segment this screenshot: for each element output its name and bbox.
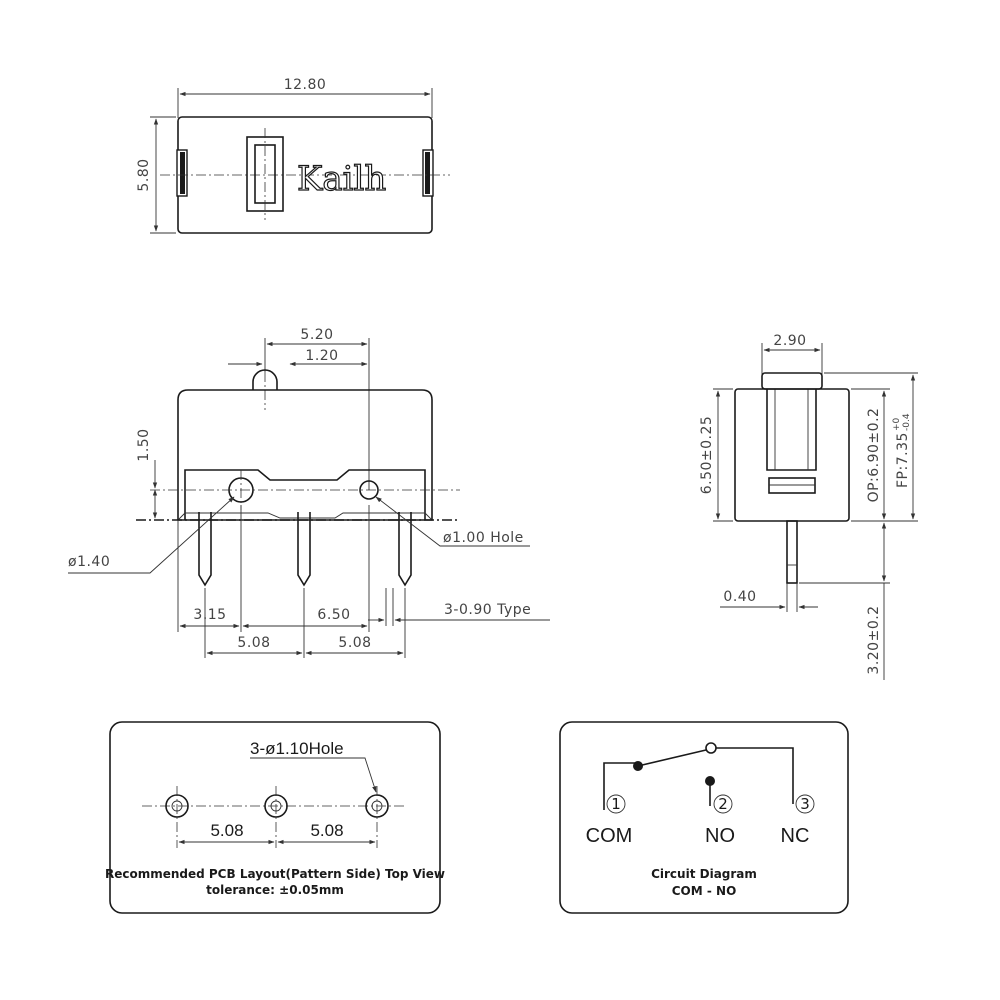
pcb-pitch-2: 5.08 xyxy=(310,821,343,840)
height-dimension: 5.80 xyxy=(136,158,152,191)
hole-1-00: ø1.00 Hole xyxy=(443,530,524,546)
pin3-number: 3 xyxy=(800,795,810,813)
pcb-hole-note: 3-ø1.10Hole xyxy=(250,739,344,758)
pin1-number: 1 xyxy=(611,795,621,813)
dim-fp: FP:7.35 xyxy=(895,432,911,488)
pcb-caption-tolerance: tolerance: ±0.05mm xyxy=(206,883,344,897)
dim-6-50-side: 6.50±0.25 xyxy=(699,416,715,495)
pin-no-label: NO xyxy=(705,825,735,847)
pin1-marker xyxy=(606,794,626,814)
switch-lever xyxy=(637,749,707,767)
pin2-marker xyxy=(713,794,733,814)
pin-com xyxy=(198,512,212,587)
width-dimension: 12.80 xyxy=(284,77,327,93)
dim-2-90: 2.90 xyxy=(773,333,806,349)
dim-5-20: 5.20 xyxy=(300,327,333,343)
plunger xyxy=(252,369,278,390)
top-view: 12.80 5.80 Kailh xyxy=(136,77,450,234)
type-note: 3-0.90 Type xyxy=(444,602,531,618)
front-view: 5.20 1.20 1.50 ø1.40 ø1.00 Hole xyxy=(68,327,550,658)
pcb-pitch-1: 5.08 xyxy=(210,821,243,840)
pin-nc-label: NC xyxy=(781,825,810,847)
circuit-frame xyxy=(559,721,849,914)
brand-logo: Kailh xyxy=(297,159,386,199)
pin2-number: 2 xyxy=(718,795,728,813)
dim-6-50: 6.50 xyxy=(317,607,350,623)
circuit-caption-title: Circuit Diagram xyxy=(651,867,757,881)
side-housing xyxy=(734,388,850,522)
mount-hole-small xyxy=(359,480,379,500)
hole-1-00-leader xyxy=(375,496,530,547)
pcb-caption-title: Recommended PCB Layout(Pattern Side) Top… xyxy=(105,867,445,881)
nc-lead xyxy=(716,747,794,804)
base-cutout xyxy=(184,469,426,520)
dia-1-40-leader xyxy=(68,496,235,574)
dim-3-15: 3.15 xyxy=(193,607,226,623)
dim-1-50: 1.50 xyxy=(136,428,152,461)
housing-front xyxy=(177,389,433,521)
fp-tol-lower: -0.4 xyxy=(902,413,912,431)
dim-1-20: 1.20 xyxy=(305,348,338,364)
pcb-layout-frame xyxy=(109,721,441,914)
circuit-caption-mode: COM - NO xyxy=(672,884,737,898)
dim-0-40: 0.40 xyxy=(723,589,756,605)
dim-op: OP:6.90±0.2 xyxy=(866,408,882,503)
pitch-1: 5.08 xyxy=(237,635,270,651)
nc-contact xyxy=(705,742,717,754)
circuit-panel: 1 2 3 COM NO NC Circuit Diagram COM - NO xyxy=(559,721,849,914)
pin3-marker xyxy=(795,794,815,814)
side-slot xyxy=(768,477,816,494)
pcb-layout-panel: 3-ø1.10Hole 5.08 5.08 Recommended PCB La… xyxy=(105,721,445,914)
dim-3-20: 3.20±0.2 xyxy=(866,605,882,674)
dia-1-40: ø1.40 xyxy=(68,554,110,570)
fp-tol-upper: +0 xyxy=(892,417,902,431)
pitch-2: 5.08 xyxy=(338,635,371,651)
pin-no xyxy=(297,512,311,587)
com-lead xyxy=(603,762,636,810)
pcb-hole-leader xyxy=(250,757,377,793)
side-view: 2.90 6.50±0.25 OP:6.90±0.2 FP:7.35 +0 -0… xyxy=(699,333,918,680)
pin-nc xyxy=(398,512,412,587)
side-pin xyxy=(786,520,798,584)
side-plunger-cap xyxy=(761,372,823,390)
pin-com-label: COM xyxy=(586,825,633,847)
